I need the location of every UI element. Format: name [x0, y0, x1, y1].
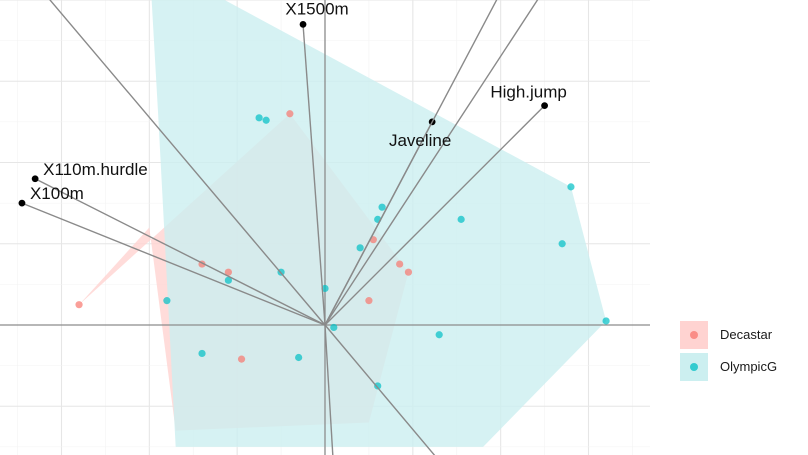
point-olympicg [262, 116, 270, 124]
group-hulls [79, 0, 607, 447]
variable-arrow-tip [299, 20, 307, 28]
point-olympicg [602, 317, 610, 325]
variable-arrow [324, 105, 546, 326]
variable-arrow [49, 0, 326, 326]
variable-arrow [324, 324, 334, 455]
point-olympicg [356, 244, 364, 252]
legend-item-decastar: Decastar [676, 318, 806, 350]
point-olympicg [567, 183, 575, 191]
point-decastar [224, 268, 232, 276]
legend: Decastar OlympicG [676, 318, 806, 382]
point-decastar [404, 268, 413, 276]
point-olympicg [435, 331, 443, 339]
point-decastar [365, 297, 373, 305]
point-olympicg [374, 382, 382, 390]
variable-arrow [302, 24, 326, 326]
variable-label: X110m.hurdle [43, 160, 148, 179]
legend-dot-decastar [690, 331, 698, 339]
legend-dot-olympicg [690, 363, 698, 371]
legend-key-olympicg [680, 353, 708, 381]
point-decastar [75, 301, 83, 309]
variable-arrow [34, 178, 326, 326]
variable-arrow-tip [541, 102, 548, 110]
point-olympicg [457, 215, 465, 223]
legend-label-olympicg: OlympicG [720, 359, 778, 374]
variable-arrow [21, 202, 326, 326]
point-olympicg [163, 297, 171, 305]
point-olympicg [378, 203, 386, 211]
point-olympicg [321, 284, 329, 293]
variable-label: High.jump [490, 83, 567, 102]
point-olympicg [558, 240, 566, 248]
point-decastar [237, 355, 246, 363]
variable-arrow [324, 0, 539, 326]
legend-item-olympicg: OlympicG [676, 350, 806, 382]
point-decastar [286, 110, 294, 118]
point-decastar [396, 260, 404, 268]
variable-label: Javeline [389, 131, 451, 150]
point-olympicg [255, 114, 263, 122]
variable-arrow-tip [18, 199, 26, 207]
legend-label-decastar: Decastar [720, 327, 773, 342]
variable-label: X100m [30, 184, 84, 203]
variable-label: X1500m [285, 0, 348, 18]
individual-points [75, 110, 610, 390]
legend-key-decastar [680, 321, 708, 349]
variable-arrow [324, 0, 498, 326]
point-olympicg [330, 323, 338, 332]
point-olympicg [295, 353, 303, 362]
point-olympicg [198, 349, 206, 358]
variable-labels: X400mX1500mHigh.jumpJavelineX110m.hurdle… [30, 0, 567, 203]
variable-arrow [324, 324, 436, 455]
point-olympicg [224, 276, 232, 284]
variable-arrow-tip [31, 175, 39, 183]
variable-arrows [18, 0, 548, 455]
